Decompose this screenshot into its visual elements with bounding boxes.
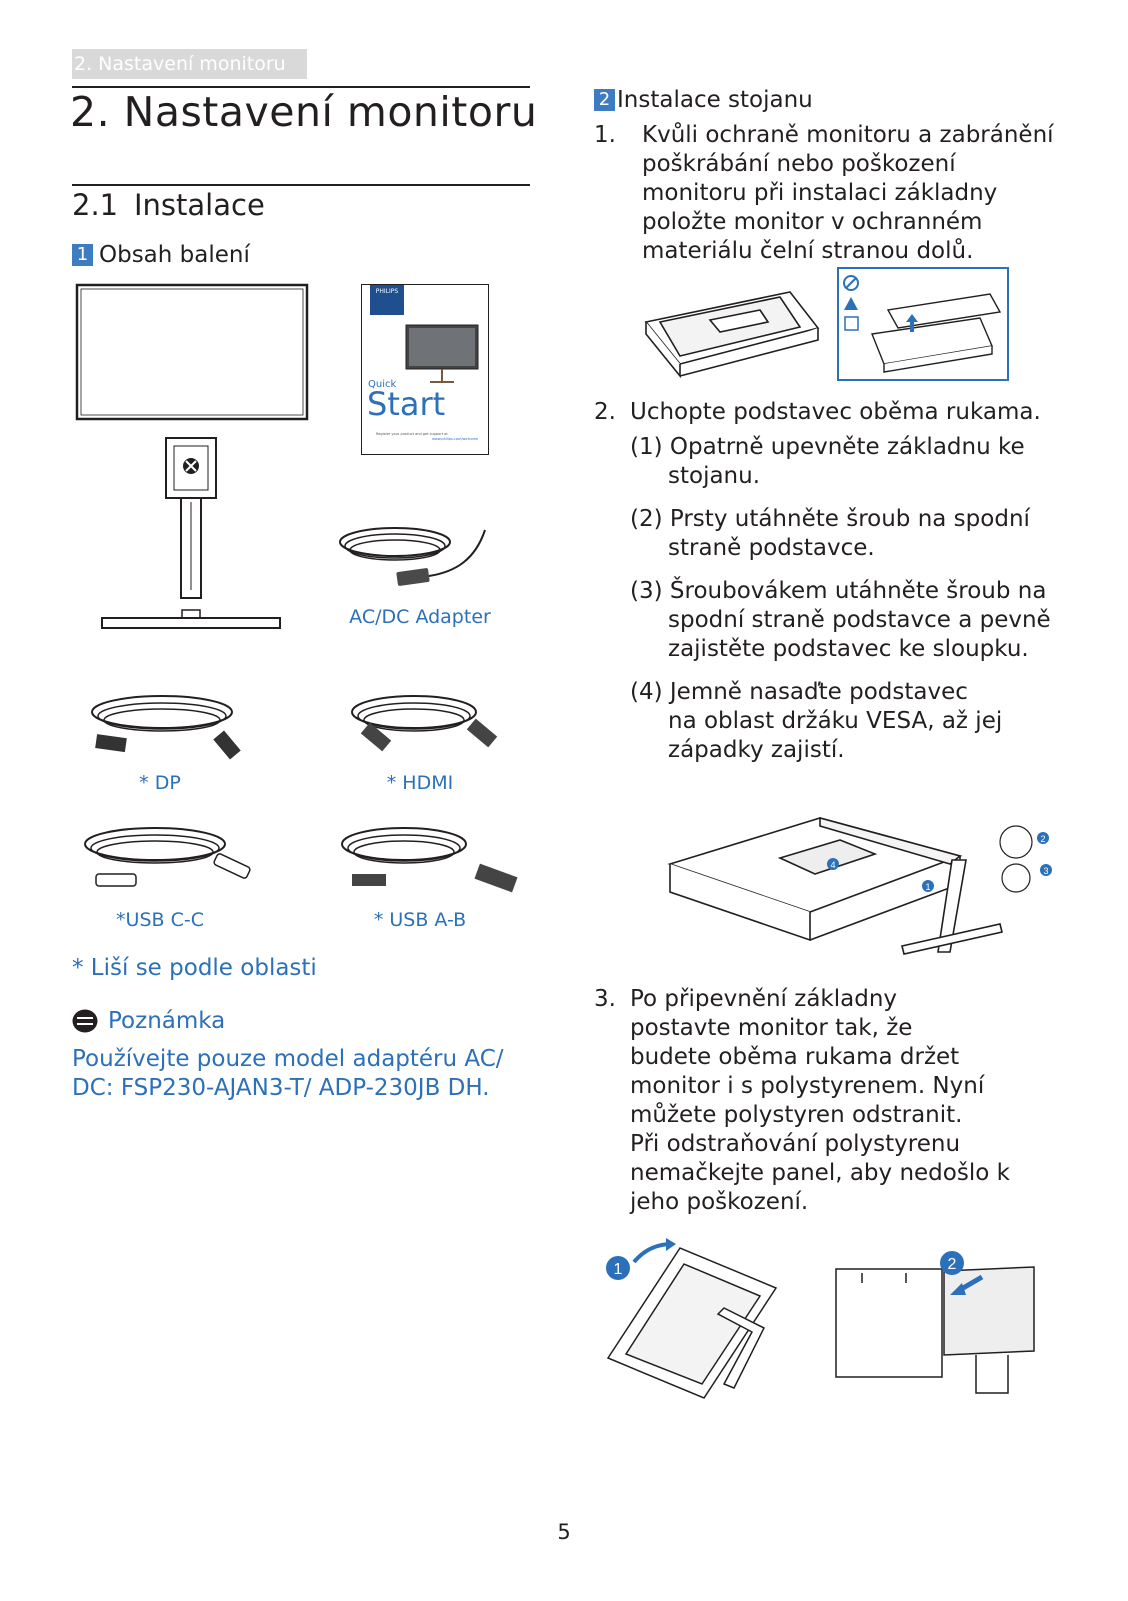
usbc-cable-illustration xyxy=(84,827,251,887)
step-line: Po připevnění základny xyxy=(630,986,898,1012)
register-text: Register your product and get support at xyxy=(376,432,448,436)
stand-install-title: Instalace stojanu xyxy=(617,87,813,113)
usbc-caption: *USB C-C xyxy=(116,909,204,931)
hdmi-cable-illustration xyxy=(351,695,498,752)
note-heading: Poznámka xyxy=(72,1008,225,1034)
substep-line: (4) Jemně nasaďte podstavec xyxy=(630,679,968,705)
substep-line: (1) Opatrně upevněte základnu ke xyxy=(630,434,1025,460)
note-text: Používejte pouze model adaptéru AC/ DC: … xyxy=(72,1045,504,1103)
step-line: poškrábání nebo poškození xyxy=(642,151,956,177)
callout-3: 3 xyxy=(1043,866,1048,876)
monitor-front-illustration xyxy=(75,283,309,421)
usba-caption: * USB A-B xyxy=(373,909,467,931)
note-icon xyxy=(72,1009,98,1033)
callout-1: 1 xyxy=(925,882,930,892)
hdmi-caption: * HDMI xyxy=(386,772,454,794)
substep-line: západky zajistí. xyxy=(668,737,845,763)
stand-install-heading: 2 Instalace stojanu xyxy=(594,87,813,113)
substep-line: na oblast držáku VESA, až jej xyxy=(668,708,1003,734)
region-note: * Liší se podle oblasti xyxy=(72,955,317,981)
running-header: 2. Nastavení monitoru xyxy=(72,49,307,79)
callout-2: 2 xyxy=(1040,834,1045,844)
step-1-text: Kvůli ochraně monitoru a zabránění poškr… xyxy=(642,121,1054,266)
start-label: Start xyxy=(367,385,446,423)
step-line: jeho poškození. xyxy=(630,1189,809,1215)
step-2-number: 2. xyxy=(594,399,616,425)
subsection-rule xyxy=(72,184,530,186)
step-1-illustration xyxy=(644,267,1009,381)
callout-4: 4 xyxy=(830,860,835,870)
package-contents-heading: 1 Obsah balení xyxy=(72,242,250,268)
step-2-text: Uchopte podstavec oběma rukama. xyxy=(630,399,1041,425)
step-line: postavte monitor tak, že xyxy=(630,1015,913,1041)
substep-line: (3) Šroubovákem utáhněte šroub na xyxy=(630,578,1047,604)
brand-label: PHILIPS xyxy=(375,288,399,295)
substep-line: straně podstavce. xyxy=(668,535,875,561)
substep-line: stojanu. xyxy=(668,463,761,489)
step-line: položte monitor v ochranném xyxy=(642,209,983,235)
substep-2: (2) Prsty utáhněte šroub na spodní stran… xyxy=(630,505,1030,563)
subsection-heading: 2.1 Instalace xyxy=(72,188,265,222)
note-line: Používejte pouze model adaptéru AC/ xyxy=(72,1046,504,1072)
philips-logo-tab: PHILIPS xyxy=(370,285,404,315)
adapter-caption: AC/DC Adapter xyxy=(349,606,491,628)
page-number: 5 xyxy=(557,1520,571,1544)
section-number-box: 2 xyxy=(594,89,615,111)
adapter-illustration xyxy=(339,527,486,586)
package-contents-title: Obsah balení xyxy=(99,242,250,268)
step-1-number: 1. xyxy=(594,122,616,148)
subsection-title: Instalace xyxy=(134,188,265,222)
register-url: www.philips.com/welcome xyxy=(432,437,479,441)
subsection-number: 2.1 xyxy=(72,188,119,222)
step-3-remove-illustration: 2 xyxy=(835,1251,1035,1394)
figure-callout-2: 2 xyxy=(948,1256,957,1273)
step-3-text: Po připevnění základny postavte monitor … xyxy=(630,985,1010,1217)
step-line: materiálu čelní stranou dolů. xyxy=(642,238,974,264)
monitor-icon xyxy=(405,324,479,383)
usba-cable-illustration xyxy=(341,827,518,893)
note-line: DC: FSP230-AJAN3-T/ ADP-230JB DH. xyxy=(72,1075,490,1101)
substep-1: (1) Opatrně upevněte základnu ke stojanu… xyxy=(630,433,1025,491)
substep-line: spodní straně podstavce a pevně xyxy=(668,607,1051,633)
title-rule xyxy=(72,86,530,88)
note-title: Poznámka xyxy=(108,1008,226,1034)
substep-line: zajistěte podstavec ke sloupku. xyxy=(668,636,1029,662)
substep-line: (2) Prsty utáhněte šroub na spodní xyxy=(630,506,1030,532)
step-line: Při odstraňování polystyrenu xyxy=(630,1131,961,1157)
step-line: monitoru při instalaci základny xyxy=(642,180,998,206)
substep-4: (4) Jemně nasaďte podstavec na oblast dr… xyxy=(630,678,1002,765)
step-line: Kvůli ochraně monitoru a zabránění xyxy=(642,122,1054,148)
quick-start-guide: PHILIPS Quick Start Register your produc… xyxy=(361,284,489,455)
step-line: budete oběma rukama držet xyxy=(630,1044,960,1070)
dp-cable-illustration xyxy=(91,695,241,760)
quick-label: Quick xyxy=(368,379,397,390)
page-title: 2. Nastavení monitoru xyxy=(70,88,538,136)
step-3-rotate-illustration: 1 xyxy=(606,1238,778,1399)
section-number-box: 1 xyxy=(72,244,93,266)
step-line: nemačkejte panel, aby nedošlo k xyxy=(630,1160,1010,1186)
step-line: můžete polystyren odstranit. xyxy=(630,1102,963,1128)
step-2-illustration: 4 1 2 3 xyxy=(667,816,1052,955)
step-3-number: 3. xyxy=(594,986,616,1012)
figure-callout-1: 1 xyxy=(614,1261,623,1278)
substep-3: (3) Šroubovákem utáhněte šroub na spodní… xyxy=(630,577,1051,664)
stand-illustration xyxy=(101,437,281,629)
step-line: monitor i s polystyrenem. Nyní xyxy=(630,1073,985,1099)
dp-caption: * DP xyxy=(139,772,181,794)
